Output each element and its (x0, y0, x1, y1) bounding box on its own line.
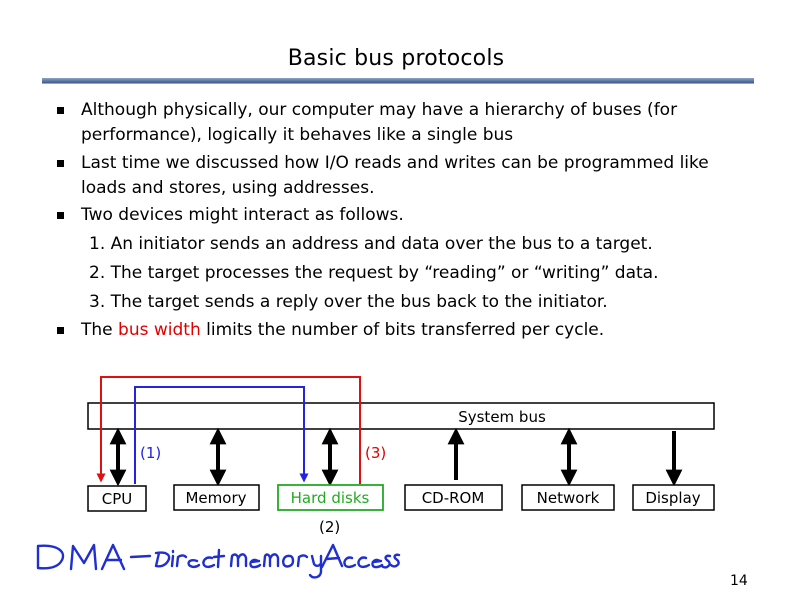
device-cd-rom: CD-ROM (404, 484, 503, 511)
bullet-text-prefix: The (81, 320, 119, 340)
bullet-text: Last time we discussed how I/O reads and… (81, 153, 709, 198)
system-bus: System bus (87, 402, 715, 430)
step-label-1: (1) (140, 444, 161, 462)
step-item: 3. The target sends a reply over the bus… (89, 292, 608, 312)
device-display: Display (632, 484, 715, 511)
slide-title: Basic bus protocols (287, 46, 505, 71)
device-label: Display (645, 489, 700, 507)
bus-width-highlight: bus width (118, 320, 201, 340)
bullet-square-icon (57, 160, 64, 167)
request-path-arrow (134, 386, 309, 484)
bullet-square-icon (57, 212, 64, 219)
step-label-2: (2) (319, 518, 340, 536)
bullet-text: The bus width limits the number of bits … (81, 318, 747, 343)
device-hard-disks: Hard disks (277, 484, 384, 511)
bullet-text: Two devices might interact as follows. (81, 205, 404, 225)
handwritten-dma-note (36, 543, 401, 579)
bullet-item: Two devices might interact as follows. (57, 203, 747, 228)
bullet-item: Last time we discussed how I/O reads and… (57, 151, 747, 201)
system-bus-label: System bus (458, 408, 546, 426)
device-label: Memory (185, 489, 246, 507)
step-item: 2. The target processes the request by “… (89, 263, 659, 283)
device-label: Hard disks (291, 489, 370, 507)
bullet-item: The bus width limits the number of bits … (57, 318, 747, 343)
device-label: CPU (102, 490, 133, 508)
title-underline (42, 78, 754, 84)
device-cpu: CPU (87, 485, 147, 512)
reply-path-arrow (96, 376, 361, 484)
device-network: Network (521, 484, 615, 511)
bullet-item: Although physically, our computer may ha… (57, 98, 747, 148)
step-item: 1. An initiator sends an address and dat… (89, 234, 653, 254)
bullet-text-suffix: limits the number of bits transferred pe… (200, 320, 605, 340)
bullet-text: Although physically, our computer may ha… (81, 100, 678, 145)
device-label: CD-ROM (422, 489, 485, 507)
page-number: 14 (730, 573, 748, 589)
step-label-3: (3) (365, 444, 386, 462)
bullet-square-icon (57, 327, 64, 334)
device-memory: Memory (173, 484, 260, 511)
device-label: Network (537, 489, 600, 507)
bullet-square-icon (57, 107, 64, 114)
